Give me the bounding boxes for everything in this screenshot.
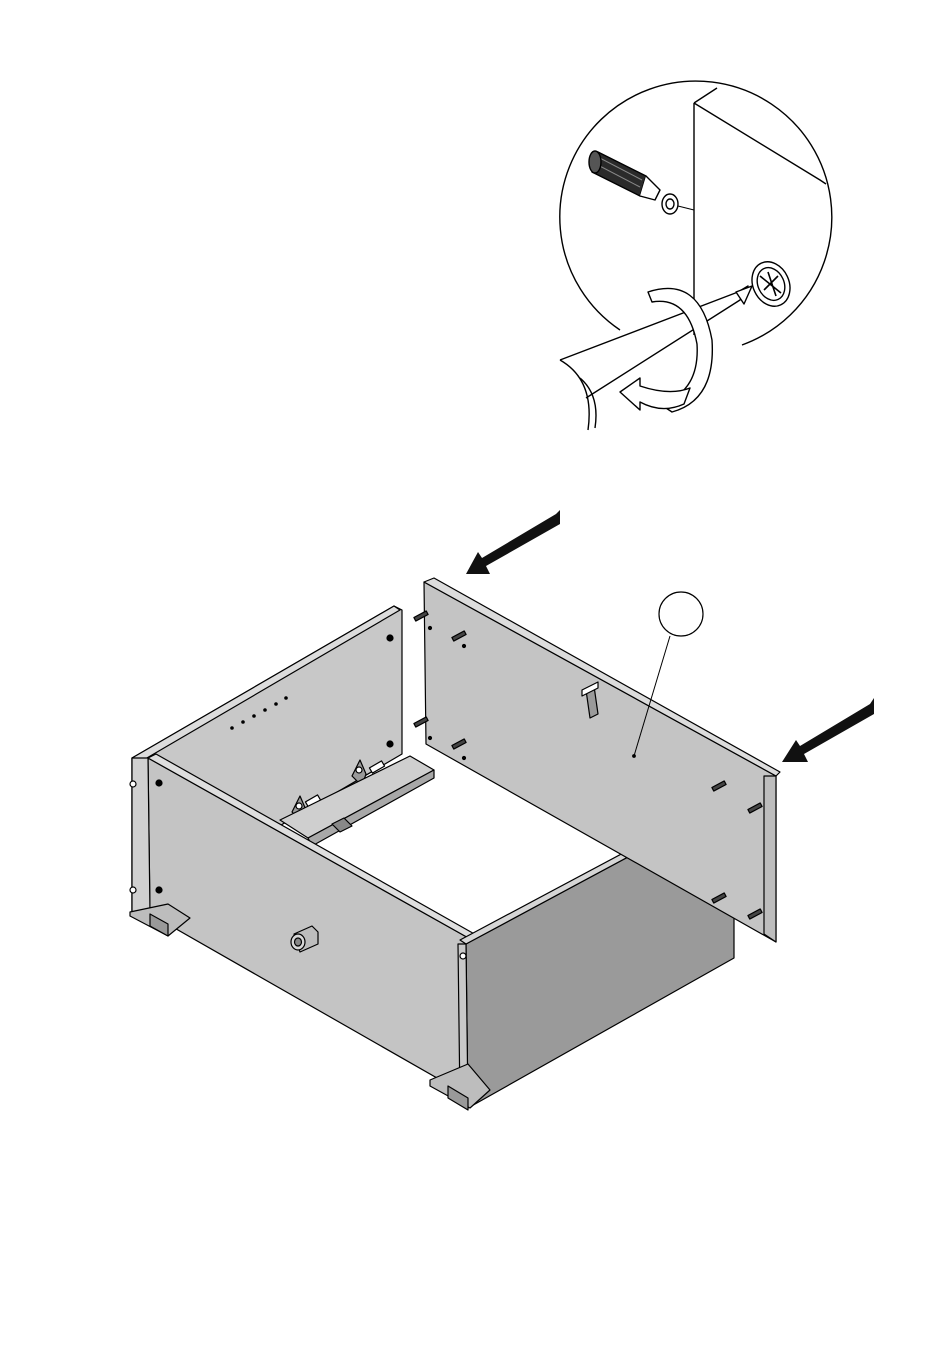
cam-bolt-icon — [589, 151, 694, 214]
part-callout-circle — [659, 592, 703, 636]
arrow-left-icon — [466, 510, 560, 574]
cam-lock-icon — [745, 256, 797, 313]
detail-inset — [560, 81, 832, 430]
arrow-left-icon — [782, 698, 874, 762]
carcass — [130, 578, 780, 1110]
